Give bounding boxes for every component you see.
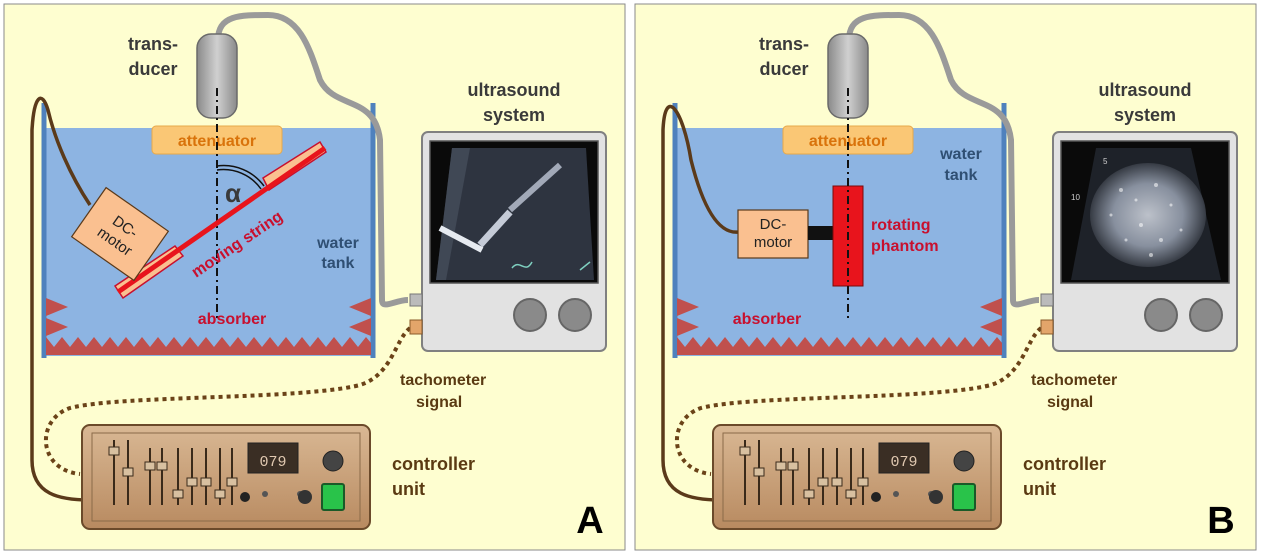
controller-label-line2: unit — [1023, 479, 1056, 499]
controller-unit — [712, 424, 1002, 530]
dc-motor — [737, 209, 809, 259]
transducer — [196, 33, 238, 119]
controller-label-line2: unit — [392, 479, 425, 499]
motor-cable — [30, 96, 92, 502]
tachometer-label-line1: tachometer — [400, 372, 486, 389]
motor-label-line2: motor — [754, 234, 792, 251]
transducer-label-line2: ducer — [759, 59, 808, 79]
ultrasound-system — [409, 131, 607, 352]
controller-display: 079 — [259, 454, 286, 471]
tachometer-label-line2: signal — [416, 394, 462, 411]
us-depth-5: 5 — [1103, 157, 1108, 166]
transducer — [827, 33, 869, 119]
absorber-region — [677, 298, 1002, 355]
angle-arc — [216, 164, 265, 187]
ultrasound-label-line2: system — [1114, 105, 1176, 125]
attenuator-label: attenuator — [178, 133, 256, 150]
phantom-label-line1: rotating — [871, 217, 931, 234]
water-label-line2: tank — [945, 167, 978, 184]
us-depth-10: 10 — [1071, 193, 1080, 202]
transducer-cable — [846, 11, 1040, 308]
controller-display: 079 — [890, 454, 917, 471]
transducer-label-line1: trans- — [128, 34, 178, 54]
tachometer-cable — [675, 326, 1043, 476]
controller-label-line1: controller — [1023, 454, 1106, 474]
ultrasound-label-line1: ultrasound — [468, 80, 561, 100]
controller-unit — [81, 424, 371, 530]
ultrasound-label-line2: system — [483, 105, 545, 125]
absorber-region — [46, 298, 371, 355]
tachometer-label-line2: signal — [1047, 394, 1093, 411]
transducer-cable — [215, 11, 409, 308]
transducer-label-line2: ducer — [128, 59, 177, 79]
water-label-line2: tank — [322, 255, 355, 272]
attenuator-label: attenuator — [809, 133, 887, 150]
absorber-label: absorber — [733, 311, 801, 328]
motor-shaft — [808, 226, 833, 240]
panel-a: attenuator DC- motor α moving string wat… — [3, 3, 626, 551]
motor-label-line1: DC- — [760, 216, 787, 233]
string-mechanism — [113, 140, 328, 300]
ultrasound-system: 5 10 — [1040, 131, 1238, 352]
water-label-line1: water — [316, 235, 359, 252]
panel-letter: A — [576, 500, 603, 542]
dc-motor — [70, 186, 170, 282]
motor-cable — [661, 104, 740, 502]
panel-letter: B — [1207, 500, 1234, 542]
transducer-label-line1: trans- — [759, 34, 809, 54]
tachometer-label-line1: tachometer — [1031, 372, 1117, 389]
angle-arc-inner — [216, 168, 262, 190]
panel-b: attenuator DC- motor rotating phantom wa… — [634, 3, 1257, 551]
angle-label: α — [225, 178, 241, 208]
controller-label-line1: controller — [392, 454, 475, 474]
tachometer-cable — [44, 326, 412, 476]
phantom-label-line2: phantom — [871, 238, 939, 255]
ultrasound-label-line1: ultrasound — [1099, 80, 1192, 100]
water-label-line1: water — [939, 146, 982, 163]
absorber-label: absorber — [198, 311, 266, 328]
